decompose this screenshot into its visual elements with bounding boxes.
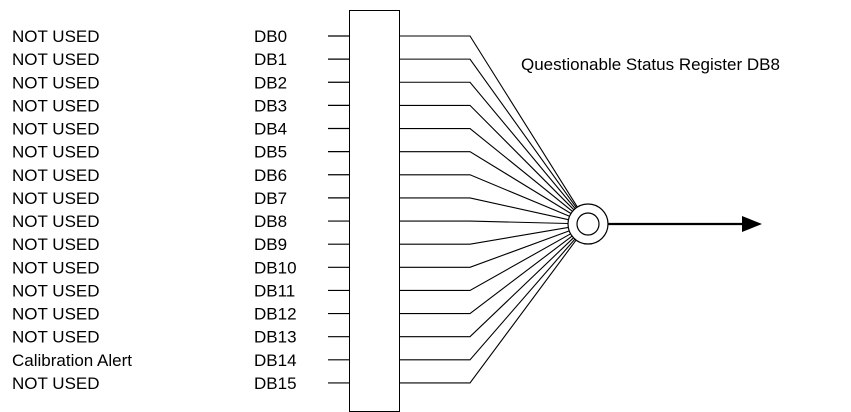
bit-name-label: DB7 [254,189,287,208]
bit-function-label: NOT USED [12,305,100,324]
bit-name-label: DB12 [254,305,297,324]
bit-fan-line [400,197,569,221]
bit-function-label: Calibration Alert [12,351,132,370]
bit-name-label: DB11 [254,281,295,300]
bit-fan-line [400,104,575,211]
bit-fan-line [400,235,573,315]
bit-name-label: DB1 [254,50,287,69]
bit-name-label: DB15 [254,374,297,393]
bit-name-label: DB0 [254,27,287,46]
bit-function-label: NOT USED [12,212,100,231]
bit-fan-line [400,238,576,361]
bit-name-label: DB4 [254,120,287,139]
bit-name-label: DB9 [254,235,287,254]
bit-fan-line [400,230,570,268]
summary-inner-circle [576,212,600,236]
bit-function-label: NOT USED [12,73,100,92]
bit-fan-line [400,239,577,384]
bit-fan-line [400,220,569,225]
bit-function-label: NOT USED [12,235,100,254]
bit-fan-line [400,174,570,217]
bit-fan-line [400,237,574,338]
bit-function-label: NOT USED [12,166,100,185]
arrow-head-icon [742,216,762,232]
summary-fan-lines [400,35,578,384]
bit-function-label: NOT USED [12,281,100,300]
bit-function-label: NOT USED [12,120,100,139]
bit-function-label: NOT USED [12,258,100,277]
bit-function-label: NOT USED [12,328,100,347]
bit-name-label: DB5 [254,143,287,162]
bit-fan-line [400,233,571,291]
bit-name-label: DB8 [254,212,287,231]
bit-name-label: DB14 [254,351,297,370]
register-box [349,10,400,412]
bit-function-label: NOT USED [12,189,100,208]
bit-fan-line [400,127,573,212]
bit-fan-line [400,151,572,214]
bit-name-label: DB6 [254,166,287,185]
register-title: Questionable Status Register DB8 [521,55,780,74]
bit-function-label: NOT USED [12,27,100,46]
bit-fan-line [400,226,569,245]
bit-name-label: DB3 [254,96,287,115]
bit-fan-line [400,58,577,209]
bit-function-label: NOT USED [12,143,100,162]
bit-name-label: DB10 [254,258,297,277]
bit-function-label: NOT USED [12,50,100,69]
bit-fan-line [400,35,578,208]
bit-name-label: DB2 [254,73,287,92]
bit-function-label: NOT USED [12,374,100,393]
bit-fan-line [400,81,576,209]
bit-name-label: DB13 [254,328,297,347]
bit-function-label: NOT USED [12,96,100,115]
